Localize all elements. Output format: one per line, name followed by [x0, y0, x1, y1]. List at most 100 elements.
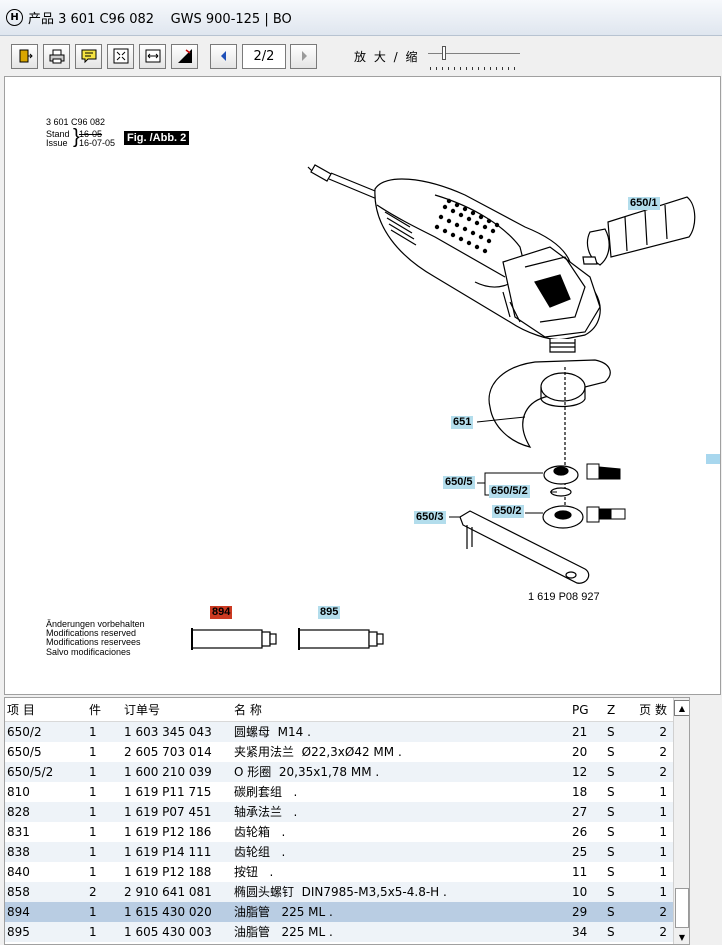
- next-page-button[interactable]: [290, 43, 317, 69]
- scrollbar-thumb[interactable]: [675, 888, 689, 928]
- window-title: 产品 3 601 C96 082 GWS 900-125 | BO: [28, 12, 292, 27]
- cell-name: 轴承法兰 .: [234, 805, 298, 819]
- callout-650-3[interactable]: 650/3: [414, 511, 446, 524]
- print-button[interactable]: [43, 43, 70, 69]
- cell-name: 齿轮箱 .: [234, 825, 286, 839]
- header-qty[interactable]: 件: [89, 703, 102, 717]
- page-indicator: 2/2: [242, 43, 286, 69]
- table-vertical-scrollbar[interactable]: ▲ ▼: [673, 698, 689, 944]
- cell-qty: 1: [89, 805, 97, 819]
- header-order-no[interactable]: 订单号: [124, 703, 161, 717]
- stand-label: Stand: [46, 129, 70, 139]
- callout-895[interactable]: 895: [318, 606, 341, 619]
- callout-650-5-2[interactable]: 650/5/2: [489, 485, 530, 498]
- round-nut-drawing: [542, 505, 584, 529]
- notice-line-fr: Modifications reservees: [46, 637, 141, 647]
- cell-item: 894: [7, 905, 30, 919]
- cell-z: S: [607, 825, 615, 839]
- grinder-body-drawing: [374, 178, 601, 353]
- cell-qty: 2: [89, 885, 97, 899]
- cell-z: S: [607, 805, 615, 819]
- cell-pages: 1: [659, 885, 667, 899]
- scroll-down-icon[interactable]: ▼: [678, 932, 686, 942]
- cell-pg: 18: [572, 785, 588, 799]
- cell-pages: 2: [659, 765, 667, 779]
- edge-marker: [706, 454, 720, 464]
- cell-pg: 21: [572, 725, 588, 739]
- cell-item: 838: [7, 845, 30, 859]
- side-handle-drawing: [582, 196, 696, 266]
- cell-name: 齿轮组 .: [234, 845, 286, 859]
- cell-order-no: 2 605 703 014: [124, 745, 212, 759]
- callout-651[interactable]: 651: [451, 416, 474, 429]
- cell-qty: 1: [89, 865, 97, 879]
- scroll-up-icon[interactable]: ▲: [674, 700, 689, 716]
- angle-grinder-illustration: [191, 164, 696, 650]
- brace-icon: }: [73, 126, 80, 148]
- cell-item: 810: [7, 785, 30, 799]
- cell-order-no: 1 600 210 039: [124, 765, 212, 779]
- fit-width-button[interactable]: [139, 43, 166, 69]
- exploded-drawing-view[interactable]: 3 601 C96 082 Stand 16-05 Issue 16-07-05…: [4, 76, 721, 695]
- bosch-logo-icon: H: [6, 9, 23, 26]
- printer-icon: [49, 49, 64, 64]
- cell-z: S: [607, 745, 615, 759]
- zoom-slider-thumb[interactable]: [441, 46, 446, 60]
- zoom-area-icon: [177, 49, 192, 63]
- exit-button[interactable]: [11, 43, 38, 69]
- prev-page-button[interactable]: [210, 43, 237, 69]
- grease-tube-895-drawing: [298, 628, 384, 650]
- cell-qty: 1: [89, 745, 97, 759]
- comment-icon: [81, 49, 96, 64]
- cell-item: 895: [7, 925, 30, 939]
- issue-label: Issue: [46, 138, 68, 148]
- cell-name: 油脂管 225 ML .: [234, 925, 333, 939]
- callout-650-2[interactable]: 650/2: [492, 505, 524, 518]
- cell-pages: 2: [659, 925, 667, 939]
- cell-item: 831: [7, 825, 30, 839]
- comment-button[interactable]: [75, 43, 102, 69]
- header-pages[interactable]: 页 数: [639, 703, 667, 717]
- cell-qty: 1: [89, 925, 97, 939]
- notice-line-en: Modifications reserved: [46, 628, 137, 638]
- cell-order-no: 1 619 P12 188: [124, 865, 212, 879]
- cell-order-no: 1 603 345 043: [124, 725, 212, 739]
- cell-pg: 34: [572, 925, 588, 939]
- cell-pages: 2: [659, 905, 667, 919]
- callout-894[interactable]: 894: [210, 606, 233, 619]
- fit-page-button[interactable]: [107, 43, 134, 69]
- cell-pg: 20: [572, 745, 588, 759]
- header-pg[interactable]: PG: [572, 703, 589, 717]
- power-cord-drawing: [307, 164, 381, 200]
- cell-z: S: [607, 885, 615, 899]
- notice-line-es: Salvo modificaciones: [46, 647, 131, 657]
- callout-650-5[interactable]: 650/5: [443, 476, 475, 489]
- fit-width-icon: [145, 49, 160, 63]
- cell-pg: 26: [572, 825, 588, 839]
- header-item[interactable]: 项 目: [7, 703, 35, 717]
- cell-pages: 1: [659, 785, 667, 799]
- header-name[interactable]: 名 称: [234, 703, 262, 717]
- cell-item: 650/5/2: [7, 765, 54, 779]
- zoom-area-button[interactable]: [171, 43, 198, 69]
- callout-650-1[interactable]: 650/1: [628, 197, 660, 210]
- title-bar: H 产品 3 601 C96 082 GWS 900-125 | BO: [0, 0, 722, 36]
- zoom-slider[interactable]: [427, 42, 520, 70]
- cell-order-no: 1 619 P12 186: [124, 825, 212, 839]
- header-z[interactable]: Z: [607, 703, 616, 717]
- cell-z: S: [607, 905, 615, 919]
- toolbar: 2/2 放 大 / 缩: [0, 36, 722, 76]
